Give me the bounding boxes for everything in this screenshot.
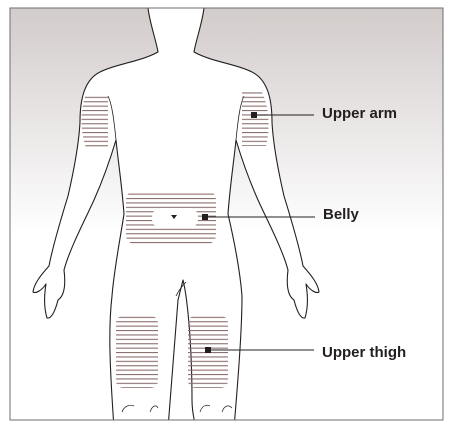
upper-thigh-marker-icon xyxy=(205,347,211,353)
belly-marker-icon xyxy=(202,214,208,220)
zone-upper-arm-right xyxy=(242,92,269,146)
zone-upper-arm-left xyxy=(82,94,109,148)
upper-thigh-label: Upper thigh xyxy=(322,345,406,360)
belly-label: Belly xyxy=(323,207,359,222)
upper-arm-label: Upper arm xyxy=(322,106,397,121)
zone-upper-thigh-left xyxy=(116,316,158,388)
upper-arm-marker-icon xyxy=(251,112,257,118)
